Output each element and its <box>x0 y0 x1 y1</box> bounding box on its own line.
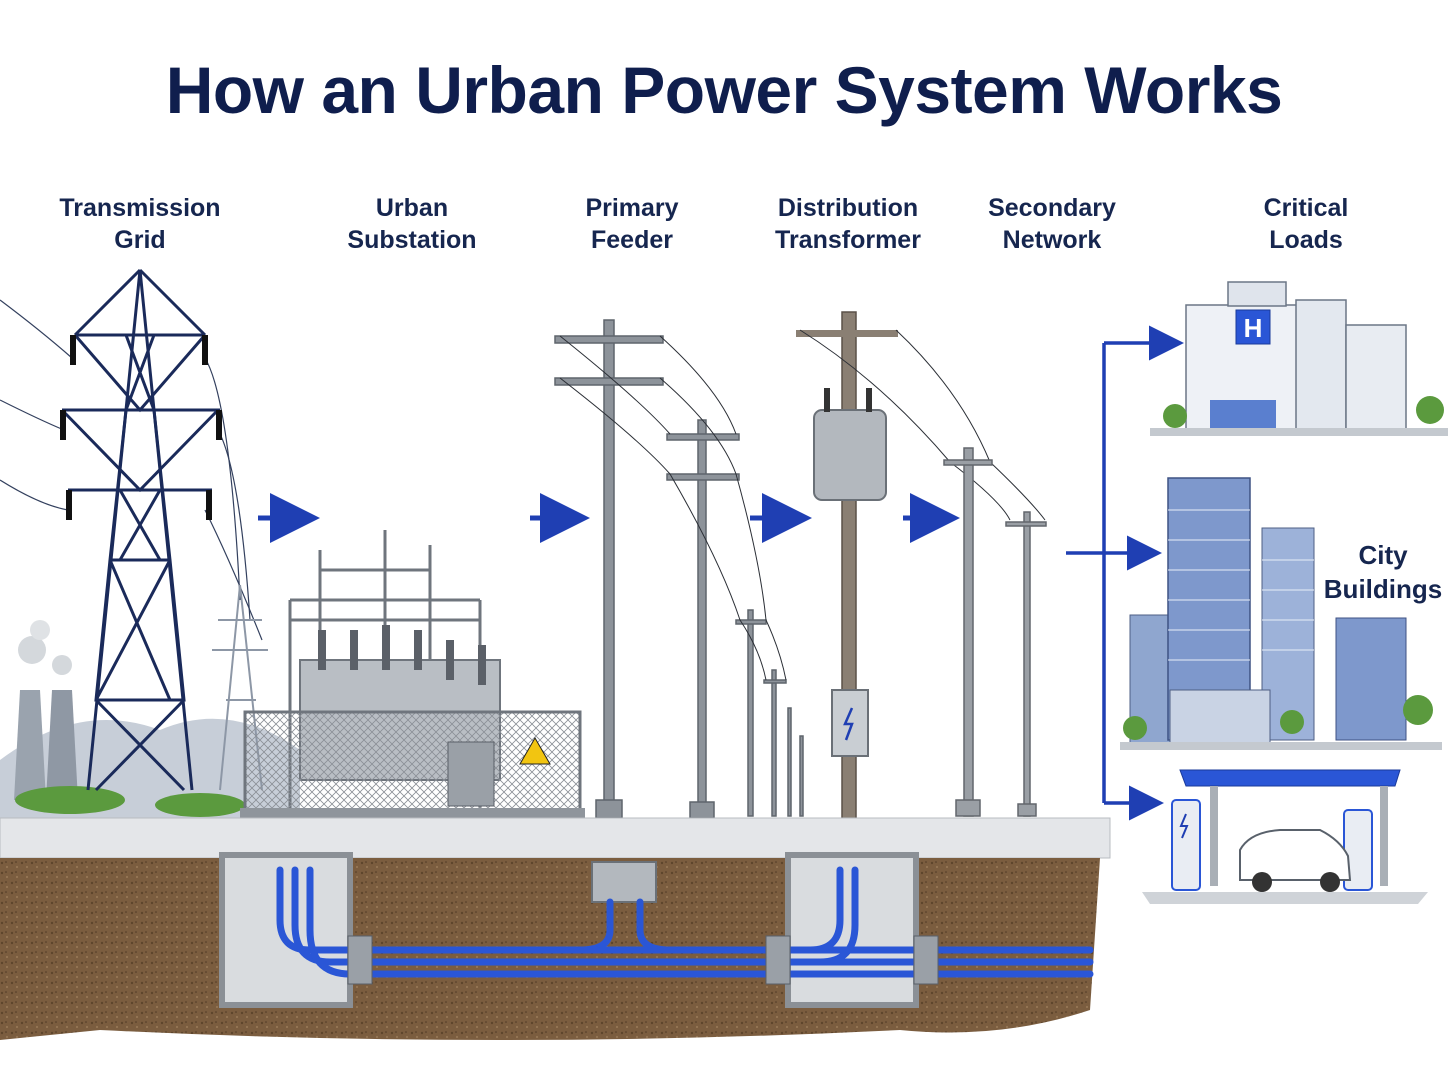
ev-charger-left <box>1172 800 1200 890</box>
transmission-tower <box>62 270 220 790</box>
urban-substation <box>240 530 585 822</box>
hospital-building: H <box>1150 282 1448 436</box>
hospital-sign: H <box>1244 313 1263 343</box>
city-buildings <box>1120 478 1442 750</box>
distribution-transformer-pole <box>796 312 898 829</box>
transformer-can <box>814 410 886 500</box>
vault-left <box>222 855 350 1005</box>
tower-insulators <box>60 335 222 520</box>
street-level <box>0 818 1110 858</box>
cable-junction-box <box>592 862 656 902</box>
electric-car <box>1240 830 1350 880</box>
ev-charging-station <box>1142 770 1428 904</box>
